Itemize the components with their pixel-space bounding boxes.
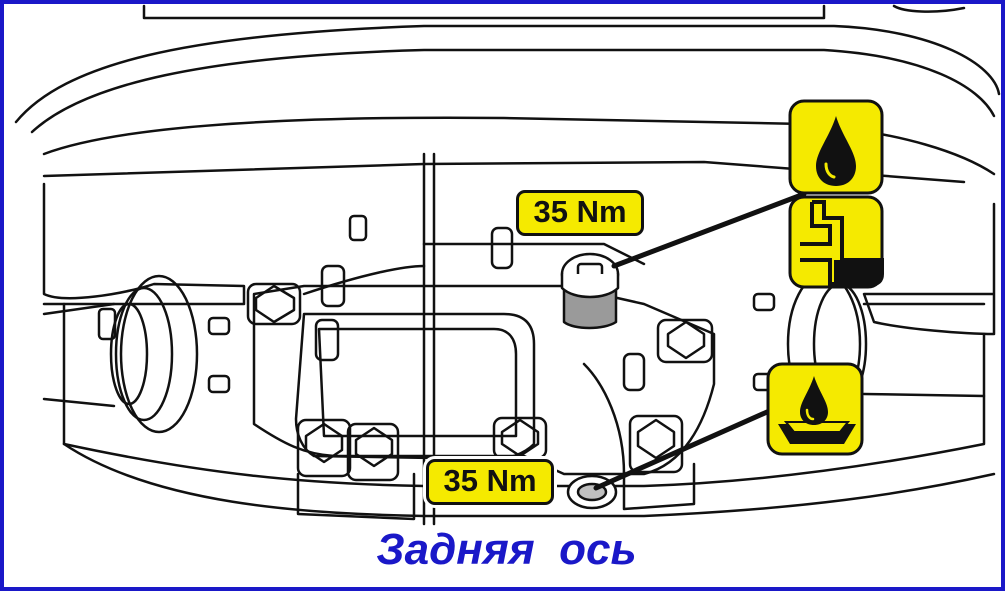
bolt-left-upper	[246, 282, 302, 326]
torque-label-filler: 35 Nm	[516, 190, 644, 236]
leader-filler	[611, 191, 807, 269]
leader-drain	[593, 405, 779, 491]
left-flange	[119, 274, 199, 434]
right-driveshaft	[862, 302, 986, 398]
stud-c	[490, 226, 514, 270]
mount-block-right	[622, 462, 696, 511]
oil-drop-icon	[788, 99, 884, 195]
bolt-lower-d	[628, 414, 684, 474]
filler-plug-cap	[560, 272, 620, 299]
stud-a	[320, 264, 346, 308]
oil-drain-icon	[766, 362, 864, 456]
stud-e	[348, 214, 368, 242]
left-driveshaft	[42, 302, 116, 408]
body-outline	[14, 24, 1001, 124]
left-bolt-a	[207, 316, 231, 336]
left-bolt-b	[207, 374, 231, 394]
diff-rib-d	[582, 362, 626, 476]
bumper-right	[892, 4, 966, 13]
oil-level-icon	[788, 195, 884, 289]
bolt-lower-a	[296, 418, 352, 478]
diagram-title: Задняя ось	[376, 525, 637, 574]
body-inner-line	[30, 48, 996, 134]
bolt-lower-b	[346, 422, 400, 482]
left-bolt-c	[97, 307, 117, 341]
underbody-line	[42, 116, 996, 176]
left-flange-inner	[114, 286, 174, 422]
diff-cover-inner	[317, 327, 518, 438]
left-flange-hub	[109, 302, 149, 406]
mount-block-left	[296, 472, 416, 521]
bolt-lower-c	[492, 416, 548, 460]
right-bolt-a	[752, 292, 776, 312]
bumper-top	[142, 4, 826, 20]
subframe-right	[862, 202, 996, 336]
bolt-right-upper	[656, 318, 714, 364]
diff-cover	[294, 312, 536, 461]
torque-label-drain: 35 Nm	[426, 459, 554, 505]
subframe	[42, 182, 246, 306]
stud-d	[622, 352, 646, 392]
axle-drawing	[14, 4, 1001, 526]
stud-b	[314, 318, 340, 362]
